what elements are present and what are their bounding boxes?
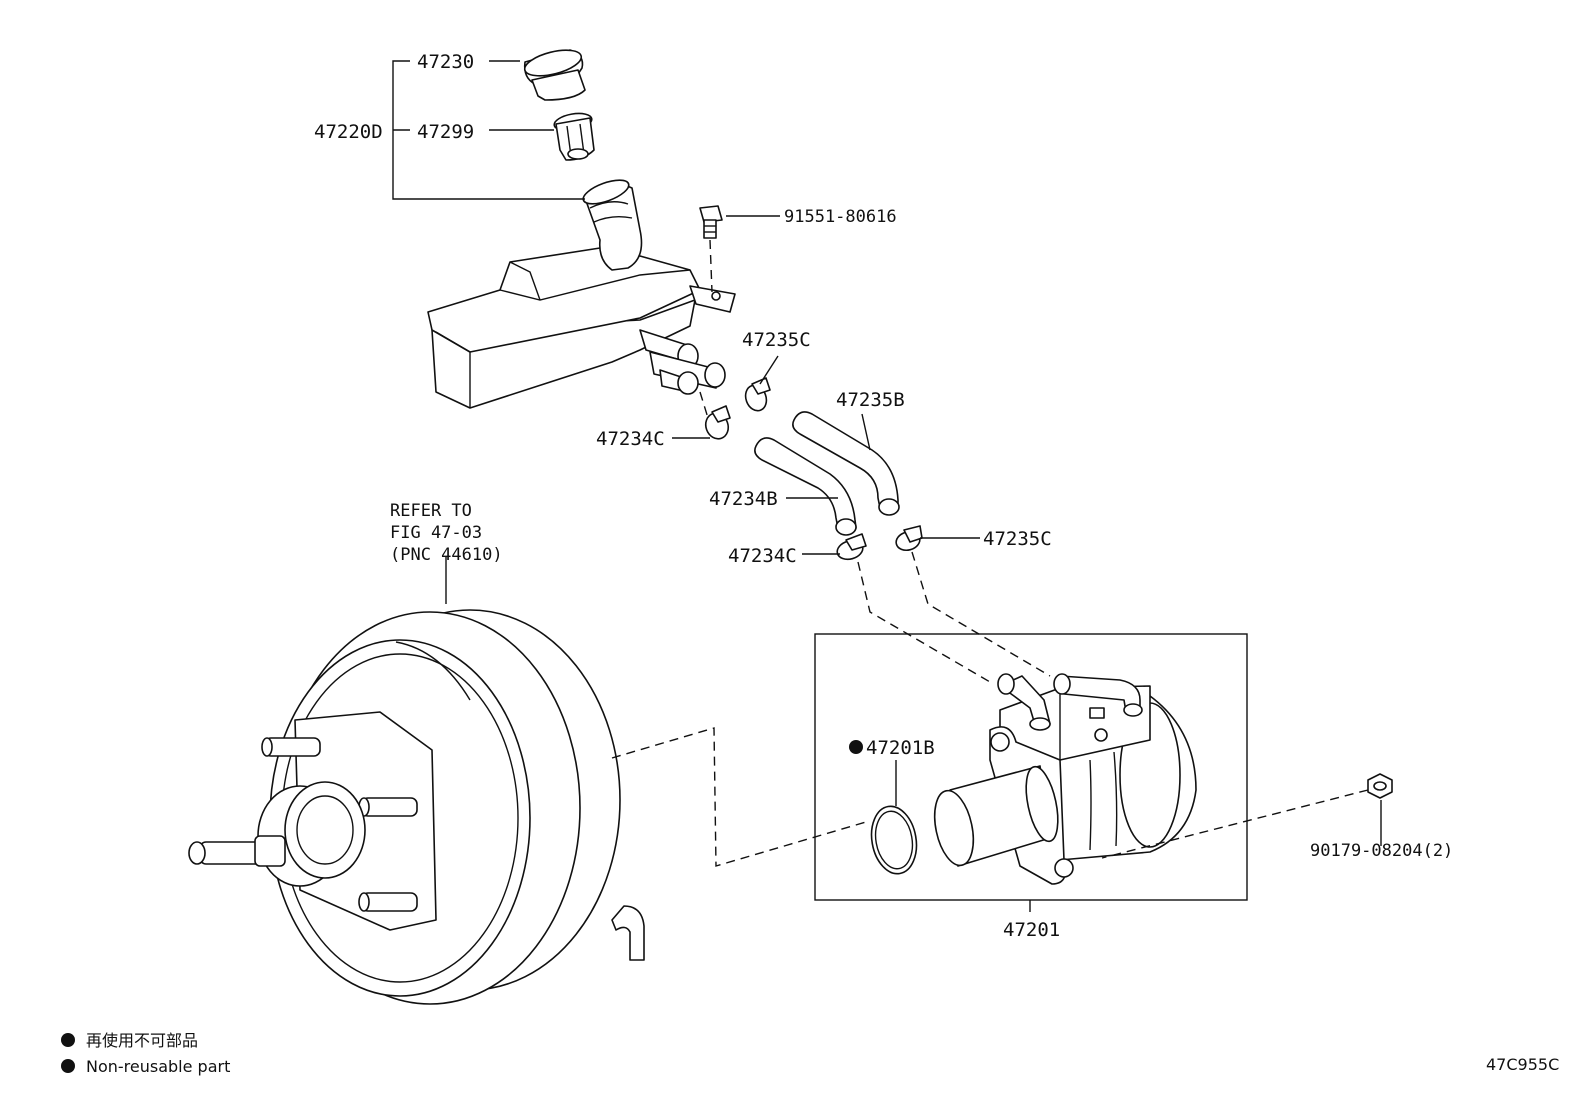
refer-to-line-2: FIG 47-03	[390, 523, 482, 543]
label-91551-80616: 91551-80616	[784, 207, 897, 227]
reservoir-strainer-part[interactable]	[553, 111, 595, 161]
label-47299: 47299	[417, 121, 474, 143]
legend-marker-icon-en	[61, 1059, 75, 1073]
refer-to-line-3: (PNC 44610)	[390, 545, 503, 565]
reservoir-hose-47234B[interactable]	[754, 437, 857, 536]
label-47234B: 47234B	[709, 488, 778, 510]
legend-japanese-text: 再使用不可部品	[86, 1031, 198, 1050]
brake-booster-part[interactable]	[188, 609, 645, 1005]
label-47235C-upper: 47235C	[742, 329, 811, 351]
legend-marker-icon-jp	[61, 1033, 75, 1047]
label-47234C-lower: 47234C	[728, 545, 797, 567]
legend-english-text: Non-reusable part	[86, 1057, 230, 1076]
o-ring-part[interactable]	[866, 803, 921, 878]
label-47234C-upper: 47234C	[596, 428, 665, 450]
label-47201B: 47201B	[866, 737, 935, 759]
label-47220D: 47220D	[314, 121, 383, 143]
reservoir-bolt-part[interactable]	[699, 205, 723, 239]
label-90179-08204: 90179-08204(2)	[1310, 841, 1453, 861]
reservoir-hose-47235B[interactable]	[792, 411, 900, 516]
hose-clamp-47234C-upper[interactable]	[702, 405, 732, 442]
master-cylinder-part[interactable]	[928, 673, 1197, 885]
reservoir-tank-part[interactable]	[427, 175, 736, 409]
hose-clamp-47235C-lower[interactable]	[894, 525, 923, 553]
label-47201: 47201	[1003, 919, 1060, 941]
legend: 再使用不可部品 Non-reusable part	[61, 1031, 230, 1076]
label-47235B: 47235B	[836, 389, 905, 411]
reservoir-cap-part[interactable]	[522, 45, 586, 101]
label-47235C-lower: 47235C	[983, 528, 1052, 550]
master-cylinder-assembly-box	[814, 633, 1248, 901]
refer-to-line-1: REFER TO	[390, 501, 472, 521]
label-47230: 47230	[417, 51, 474, 73]
hose-clamp-47235C-upper[interactable]	[742, 377, 771, 414]
hose-clamp-47234C-lower[interactable]	[835, 533, 867, 562]
mounting-nut-part[interactable]	[1367, 773, 1393, 799]
non-reusable-marker-icon	[849, 740, 863, 754]
figure-code: 47C955C	[1486, 1055, 1559, 1074]
